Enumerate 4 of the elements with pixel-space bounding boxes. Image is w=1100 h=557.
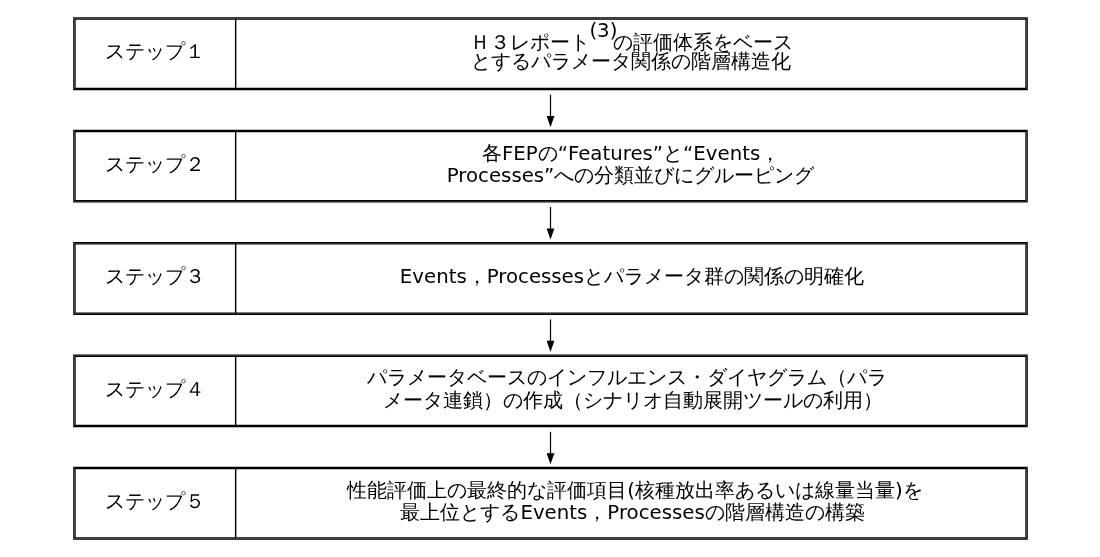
- arrow: [546, 94, 554, 128]
- arrow: [546, 206, 554, 240]
- arrow: [546, 431, 554, 465]
- arrow: [546, 318, 554, 352]
